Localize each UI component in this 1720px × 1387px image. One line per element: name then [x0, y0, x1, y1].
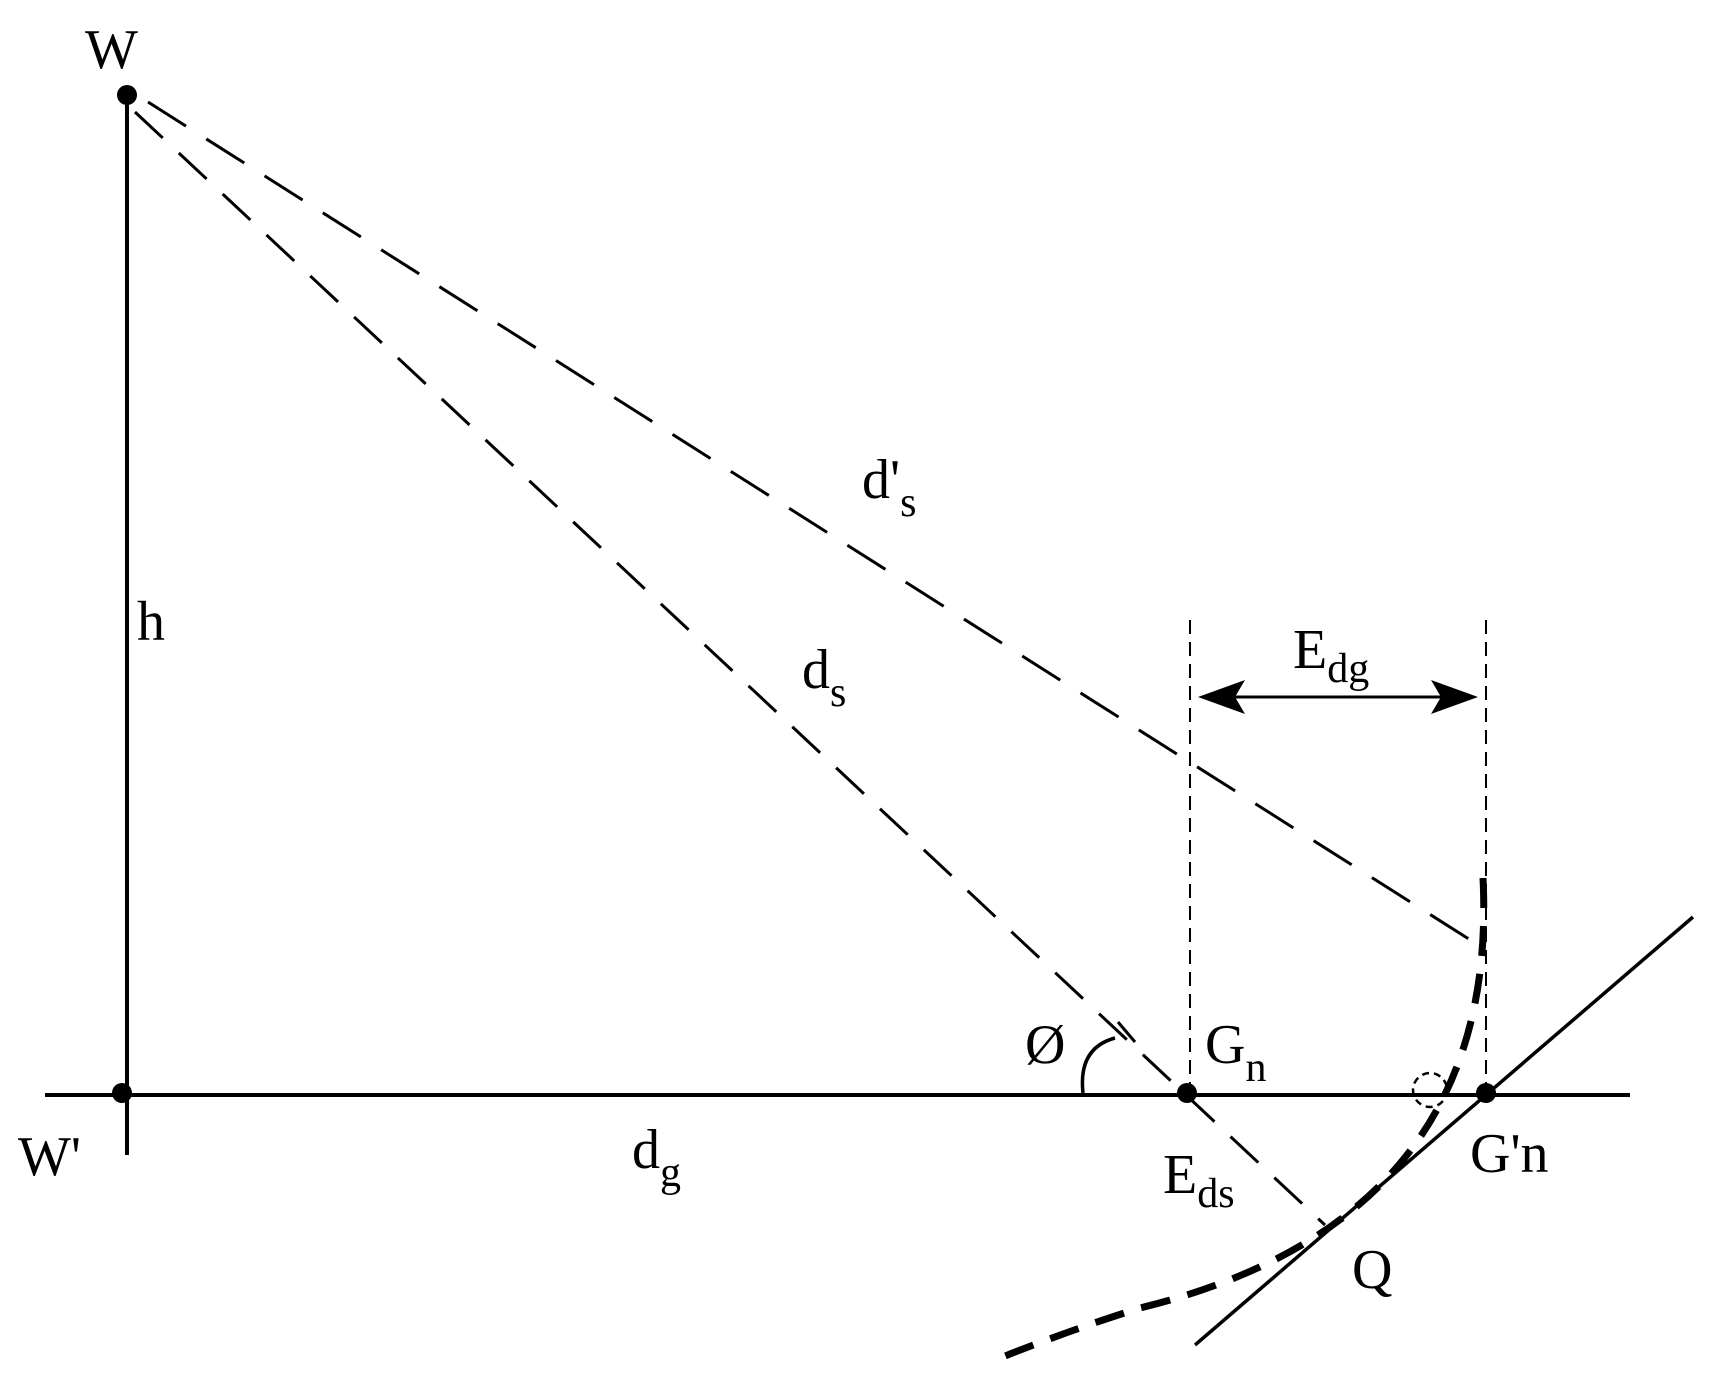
label-g-prime-n: G'n [1470, 1123, 1549, 1185]
label-ds: ds [802, 639, 846, 716]
point-gn [1177, 1083, 1197, 1103]
label-edg: Edg [1293, 619, 1369, 692]
edg-arrow-head-right [1431, 680, 1478, 714]
point-w [117, 85, 137, 105]
label-dg: dg [632, 1119, 681, 1196]
phi-tick [1116, 1021, 1137, 1043]
phi-angle-arc [1080, 1036, 1116, 1094]
label-gn: Gn [1205, 1014, 1266, 1091]
point-w-prime [112, 1083, 132, 1103]
d-prime-s-dashed-line [147, 100, 1484, 950]
curvature-dashed-curve [998, 877, 1488, 1362]
label-q: Q [1352, 1239, 1392, 1301]
label-h: h [137, 591, 165, 653]
edg-arrow-head-left [1198, 680, 1245, 714]
label-eds: Eds [1163, 1144, 1235, 1217]
ds-dashed-line [133, 110, 1327, 1227]
label-d-prime-s: d's [862, 449, 916, 526]
point-g-prime-n [1476, 1083, 1496, 1103]
slope-line [1193, 915, 1695, 1347]
label-phi: Ø [1025, 1014, 1065, 1076]
label-w-prime: W' [18, 1126, 81, 1188]
label-w: W [85, 19, 138, 81]
intersection-dashed-circle [1411, 1071, 1449, 1109]
